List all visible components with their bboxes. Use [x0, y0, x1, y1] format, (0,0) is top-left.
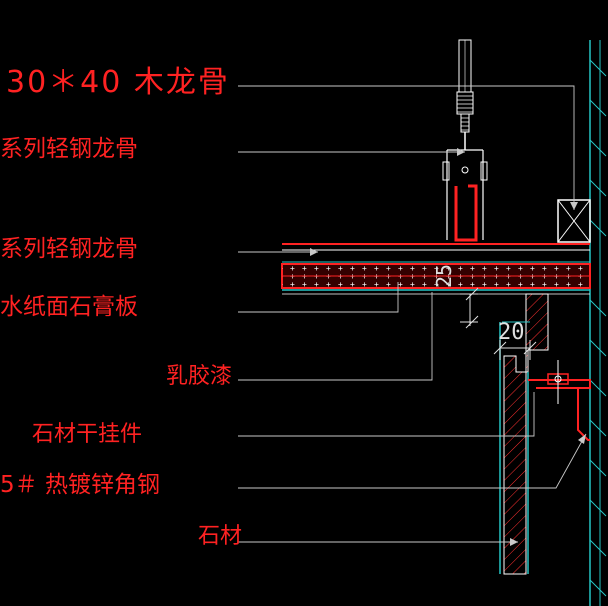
secondary-keel: [282, 243, 590, 263]
stone-panel: [499, 293, 549, 575]
dimension-lines: [460, 287, 537, 360]
hanger-rod: [456, 39, 474, 150]
dimension-vertical-label: 25: [432, 263, 456, 288]
stone-hanger-bracket: [528, 360, 591, 441]
secondary-keel-label: 系列轻钢龙骨: [0, 236, 138, 262]
hanger-clip: [442, 149, 488, 240]
leader-arrowheads: [310, 148, 586, 546]
main-keel-label: 系列轻钢龙骨: [0, 136, 138, 162]
main-keel-channel: [454, 184, 478, 242]
dimension-horizontal-label: 20: [498, 320, 525, 345]
angle-steel-label: 5＃ 热镀锌角钢: [0, 472, 160, 498]
leader-lines: [238, 85, 587, 543]
stone-hanger-label: 石材干挂件: [32, 422, 143, 447]
gypsum-board: [281, 263, 591, 295]
latex-paint-label: 乳胶漆: [166, 364, 233, 389]
gypsum-board-label: 水纸面石膏板: [0, 294, 138, 320]
right-wall: [589, 40, 607, 606]
stone-label: 石材: [198, 524, 243, 549]
wood-keel-label: 30＊40 木龙骨: [6, 65, 230, 100]
